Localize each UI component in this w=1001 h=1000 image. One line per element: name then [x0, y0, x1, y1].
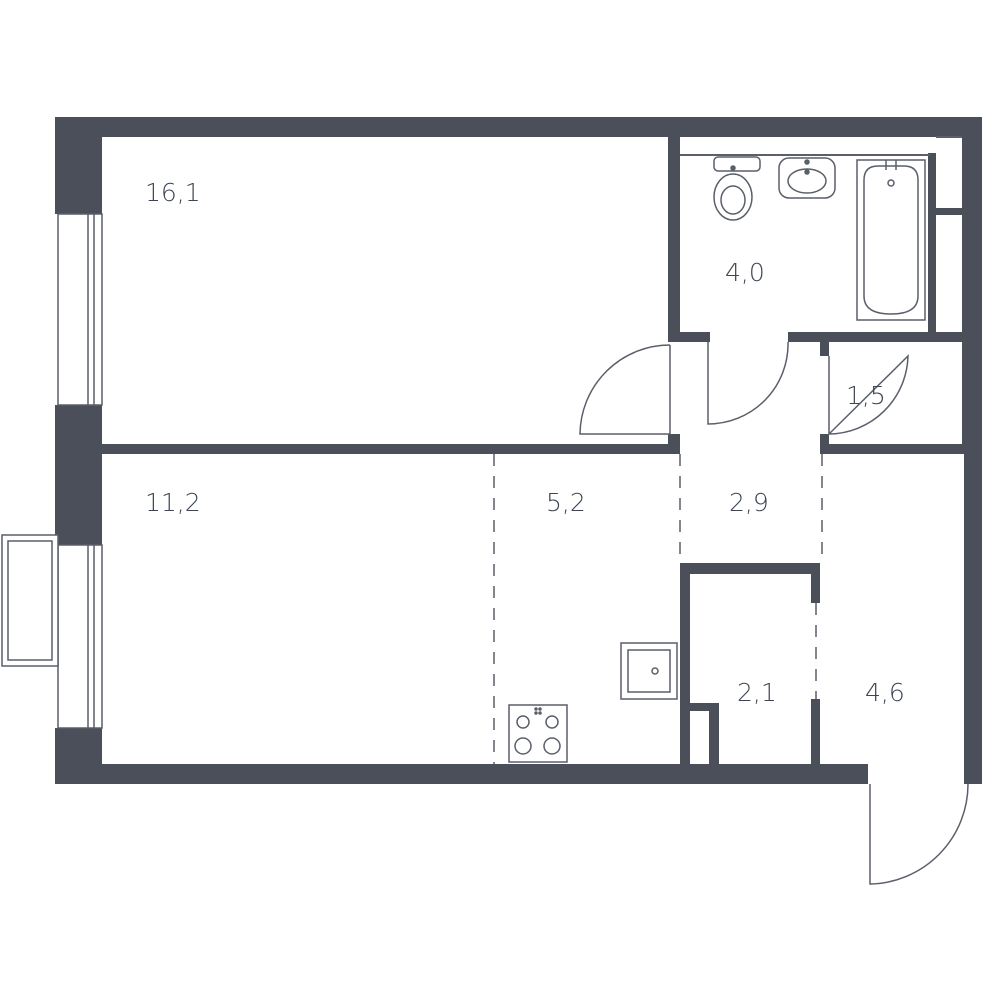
wall-wardrobe-right-bottom: [811, 699, 820, 769]
zone-lines: [493, 454, 823, 764]
wall-right-lower: [964, 452, 982, 784]
wall-bedroom-living: [102, 444, 670, 454]
wall-niche: [930, 208, 964, 215]
wall-left-pier-mid: [55, 405, 102, 545]
wall-bottom: [55, 764, 868, 784]
window-bedroom: [57, 213, 103, 406]
wall-corridor-stub: [668, 434, 680, 454]
room-labels: 16,1 4,0 1,5 11,2 5,2 2,9 2,1 4,6: [145, 178, 905, 707]
door-entrance: [869, 783, 969, 885]
door-bathroom: [707, 341, 789, 425]
area-bathroom: 4,0: [725, 258, 765, 287]
wall-wardrobe-left: [680, 563, 690, 773]
walls: [55, 117, 982, 784]
area-bedroom: 16,1: [145, 178, 201, 207]
bath-lines: [680, 136, 962, 156]
wall-bath-left: [668, 137, 680, 342]
wall-bath-inner: [928, 153, 936, 335]
area-kitchen: 5,2: [546, 488, 586, 517]
door-bedroom: [579, 344, 671, 435]
wall-left-pier-bottom: [55, 728, 102, 784]
wall-wardrobe-top: [680, 563, 820, 574]
stove-icon: [508, 704, 568, 763]
area-wardrobe: 2,1: [737, 678, 777, 707]
wall-bath-bottom-a: [668, 332, 710, 342]
area-living: 11,2: [145, 488, 201, 517]
area-hall: 4,6: [865, 678, 905, 707]
kitchen-sink-icon: [620, 642, 678, 700]
wall-bath-bottom-b: [788, 332, 962, 342]
doors: [579, 341, 969, 885]
sink-icon: [778, 157, 836, 199]
wall-storage-stub-top: [820, 342, 829, 356]
window-living: [57, 544, 103, 729]
wall-right-upper: [962, 117, 982, 453]
wall-wardrobe-right-top: [811, 563, 820, 603]
door-storage: [828, 354, 909, 436]
toilet-icon: [713, 156, 761, 221]
bathtub-icon: [856, 159, 926, 321]
windows: [1, 213, 103, 729]
wall-wardrobe-ledge: [690, 703, 718, 711]
wall-storage-stub-bottom: [820, 434, 829, 454]
wall-left-pier-top: [55, 117, 102, 214]
wall-wardrobe-inner: [709, 703, 719, 769]
area-storage: 1,5: [846, 381, 886, 410]
wall-storage-bottom: [829, 444, 964, 454]
wall-top: [55, 117, 982, 137]
area-corridor: 2,9: [729, 488, 769, 517]
